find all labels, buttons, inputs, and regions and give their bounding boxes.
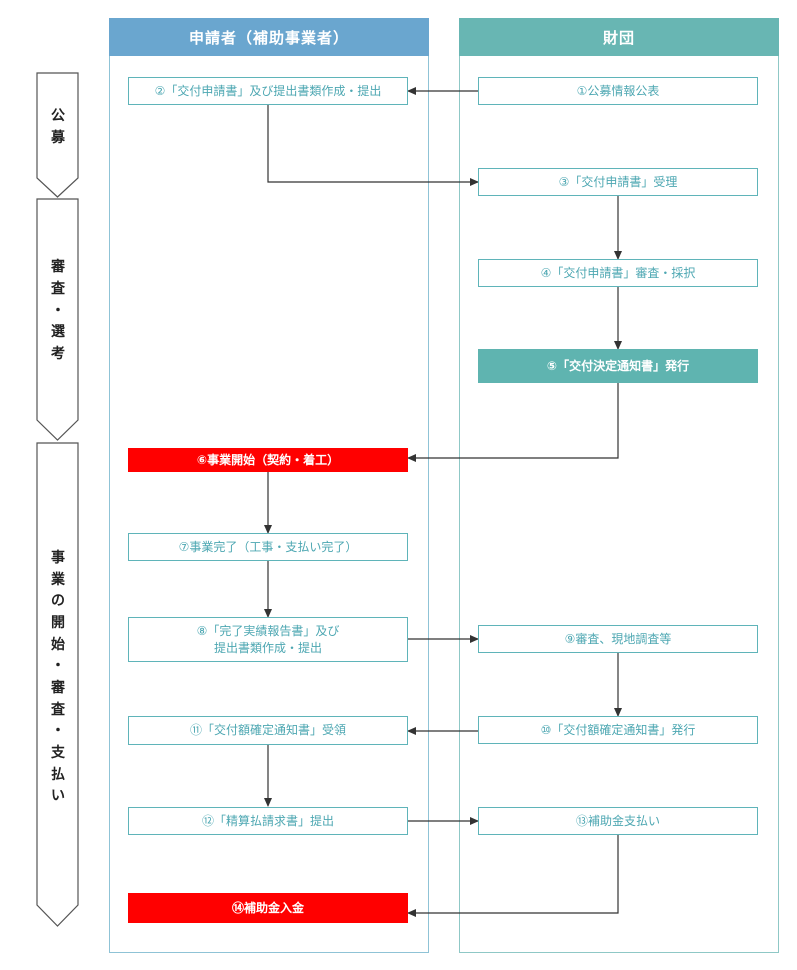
arrow-s13-s14 [407,835,619,917]
step-4-review-selection: ④「交付申請書」審査・採択 [478,259,758,287]
step-6-project-start: ⑥事業開始（契約・着工） [128,448,408,472]
step-5-issue-grant-decision: ⑤「交付決定通知書」発行 [478,349,758,383]
step-14-subsidy-received: ⑭補助金入金 [128,893,408,923]
phase-review-arrow [36,198,79,441]
foundation-lane-header: 財団 [459,18,779,56]
applicant-lane-title: 申請者（補助事業者） [188,28,349,47]
phase-review-label: 審 査 ・ 選 考 [51,259,65,363]
step-1-publish-call: ①公募情報公表 [478,77,758,105]
foundation-lane-title: 財団 [602,28,635,47]
applicant-lane-header: 申請者（補助事業者） [109,18,429,56]
step-8-submit-completion-report: ⑧「完了実績報告書」及び 提出書類作成・提出 [128,617,408,662]
phase-execution-arrow [36,442,79,927]
phase-recruitment-label: 公 募 [51,108,65,146]
arrow-s2-s3 [267,105,479,186]
step-10-issue-amount-confirmation: ⑩「交付額確定通知書」発行 [478,716,758,744]
phase-recruitment-arrow [36,72,79,198]
step-3-receive-application: ③「交付申請書」受理 [478,168,758,196]
arrow-s5-s6 [407,383,619,462]
step-13-pay-subsidy: ⑬補助金支払い [478,807,758,835]
step-11-receive-amount-confirmation: ⑪「交付額確定通知書」受領 [128,716,408,745]
step-9-inspection: ⑨審査、現地調査等 [478,625,758,653]
step-2-submit-application: ②「交付申請書」及び提出書類作成・提出 [128,77,408,105]
step-7-project-completion: ⑦事業完了（工事・支払い完了） [128,533,408,561]
step-12-submit-payment-request: ⑫「精算払請求書」提出 [128,807,408,835]
phase-execution-label: 事 業 の 開 始 ・ 審 査 ・ 支 払 い [51,549,65,805]
